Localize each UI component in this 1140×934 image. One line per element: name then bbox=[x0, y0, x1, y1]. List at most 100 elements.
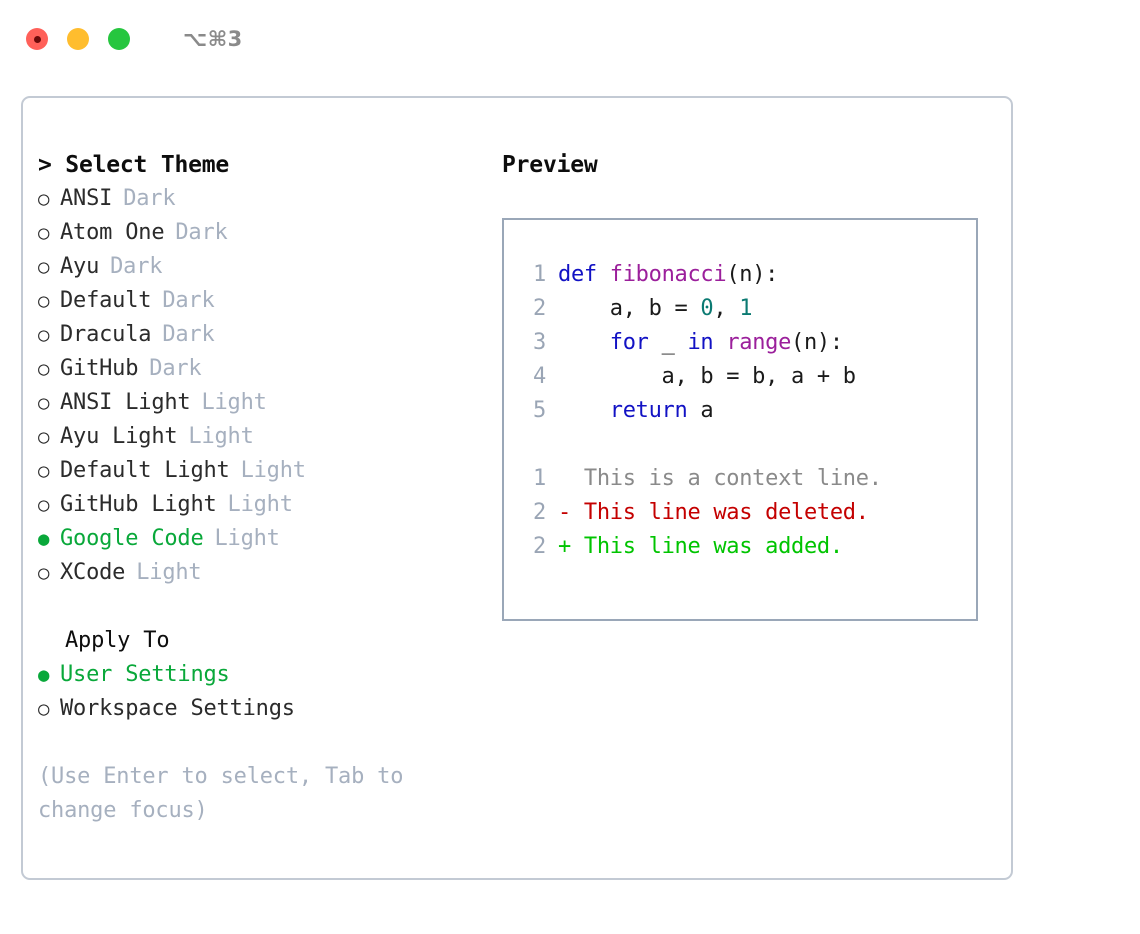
theme-option-label: Default bbox=[60, 288, 152, 313]
code-token-kw: for bbox=[609, 330, 649, 355]
theme-variant-tag: Dark bbox=[149, 356, 202, 381]
code-token-num: 0 bbox=[700, 296, 714, 321]
radio-unselected-icon: ○ bbox=[38, 698, 50, 720]
code-token-plain bbox=[558, 398, 610, 423]
apply-to-option-label: Workspace Settings bbox=[60, 696, 295, 721]
code-token-kw: def bbox=[558, 262, 597, 287]
close-button-icon[interactable] bbox=[26, 28, 48, 50]
code-line-text: return a bbox=[558, 394, 714, 428]
theme-variant-tag: Light bbox=[227, 492, 293, 517]
preview-title: Preview bbox=[502, 152, 598, 178]
apply-to-option-user-settings[interactable]: ● User Settings bbox=[38, 658, 488, 692]
theme-option-github-light[interactable]: ○ GitHub Light Light bbox=[38, 488, 488, 522]
radio-unselected-icon: ○ bbox=[38, 358, 50, 380]
theme-option-google-code[interactable]: ● Google Code Light bbox=[38, 522, 488, 556]
theme-option-label: Google Code bbox=[60, 526, 204, 551]
line-number: 2 bbox=[533, 534, 546, 559]
theme-option-label: ANSI Light bbox=[60, 390, 191, 415]
radio-unselected-icon: ○ bbox=[38, 324, 50, 346]
diff-line-added: 2 + This line was added. bbox=[520, 530, 976, 564]
line-number: 3 bbox=[533, 330, 546, 355]
code-token-plain bbox=[713, 330, 726, 355]
code-line-text: for _ in range(n): bbox=[558, 326, 843, 360]
radio-unselected-icon: ○ bbox=[38, 494, 50, 516]
theme-variant-tag: Light bbox=[136, 560, 202, 585]
window-controls bbox=[26, 28, 130, 50]
apply-to-option-workspace-settings[interactable]: ○ Workspace Settings bbox=[38, 692, 488, 726]
select-theme-header: > Select Theme bbox=[38, 152, 230, 178]
code-token-plain: , bbox=[713, 296, 740, 321]
theme-option-ansi-light[interactable]: ○ ANSI Light Light bbox=[38, 386, 488, 420]
titlebar: ⌥⌘3 bbox=[0, 0, 1140, 78]
diff-line-deleted: 2- This line was deleted. bbox=[520, 496, 976, 530]
code-token-num: 1 bbox=[739, 296, 753, 321]
line-number: 2 bbox=[533, 296, 546, 321]
theme-option-label: Ayu bbox=[60, 254, 100, 279]
theme-variant-tag: Dark bbox=[110, 254, 163, 279]
theme-option-label: GitHub bbox=[60, 356, 139, 381]
code-token-kw: return bbox=[609, 398, 688, 423]
theme-option-default[interactable]: ○ Default Dark bbox=[38, 284, 488, 318]
line-number: 5 bbox=[533, 398, 546, 423]
maximize-button-icon[interactable] bbox=[108, 28, 130, 50]
diff-sample: 1 This is a context line.2- This line wa… bbox=[520, 462, 976, 564]
radio-selected-icon: ● bbox=[38, 528, 50, 550]
diff-marker bbox=[558, 462, 571, 496]
code-token-plain: _ bbox=[648, 330, 688, 355]
code-token-plain bbox=[597, 262, 610, 287]
code-token-plain bbox=[558, 330, 610, 355]
radio-unselected-icon: ○ bbox=[38, 188, 50, 210]
theme-variant-tag: Light bbox=[214, 526, 280, 551]
code-token-op: (n): bbox=[791, 330, 843, 355]
code-line: 5 return a bbox=[520, 394, 976, 428]
code-line: 2 a, b = 0, 1 bbox=[520, 292, 976, 326]
radio-unselected-icon: ○ bbox=[38, 562, 50, 584]
radio-selected-icon: ● bbox=[38, 664, 50, 686]
theme-variant-tag: Light bbox=[201, 390, 267, 415]
radio-unselected-icon: ○ bbox=[38, 222, 50, 244]
code-line-text: a, b = 0, 1 bbox=[558, 292, 753, 326]
radio-unselected-icon: ○ bbox=[38, 256, 50, 278]
code-line-text: def fibonacci(n): bbox=[558, 258, 778, 292]
keyboard-hint-text: (Use Enter to select, Tab to change focu… bbox=[38, 764, 404, 823]
radio-unselected-icon: ○ bbox=[38, 290, 50, 312]
theme-option-label: Atom One bbox=[60, 220, 165, 245]
theme-option-label: GitHub Light bbox=[60, 492, 217, 517]
theme-option-github[interactable]: ○ GitHub Dark bbox=[38, 352, 488, 386]
diff-marker: + bbox=[558, 534, 571, 559]
diff-line-text: This line was added. bbox=[570, 534, 843, 559]
theme-option-label: ANSI bbox=[60, 186, 113, 211]
theme-option-atom-one[interactable]: ○ Atom One Dark bbox=[38, 216, 488, 250]
code-token-op: (n): bbox=[726, 262, 779, 287]
theme-option-ayu[interactable]: ○ Ayu Dark bbox=[38, 250, 488, 284]
theme-variant-tag: Dark bbox=[123, 186, 176, 211]
code-token-plain: a, b = b, a + b bbox=[558, 364, 857, 389]
theme-variant-tag: Dark bbox=[175, 220, 228, 245]
radio-unselected-icon: ○ bbox=[38, 460, 50, 482]
code-line: 4 a, b = b, a + b bbox=[520, 360, 976, 394]
theme-option-ansi[interactable]: ○ ANSI Dark bbox=[38, 182, 488, 216]
theme-variant-tag: Dark bbox=[162, 288, 215, 313]
diff-line-text: This line was deleted. bbox=[570, 500, 869, 525]
line-number: 2 bbox=[533, 500, 546, 525]
apply-to-list: ● User Settings ○ Workspace Settings bbox=[38, 658, 488, 726]
apply-to-option-label: User Settings bbox=[60, 662, 230, 687]
minimize-button-icon[interactable] bbox=[67, 28, 89, 50]
code-line: 3 for _ in range(n): bbox=[520, 326, 976, 360]
radio-unselected-icon: ○ bbox=[38, 392, 50, 414]
code-token-fn: fibonacci bbox=[609, 262, 727, 287]
theme-variant-tag: Light bbox=[240, 458, 306, 483]
apply-to-header: Apply To bbox=[65, 628, 170, 653]
diff-line-text: This is a context line. bbox=[570, 466, 882, 491]
code-token-kw: in bbox=[687, 330, 714, 355]
code-token-plain: a, b = bbox=[558, 296, 701, 321]
theme-variant-tag: Light bbox=[188, 424, 254, 449]
